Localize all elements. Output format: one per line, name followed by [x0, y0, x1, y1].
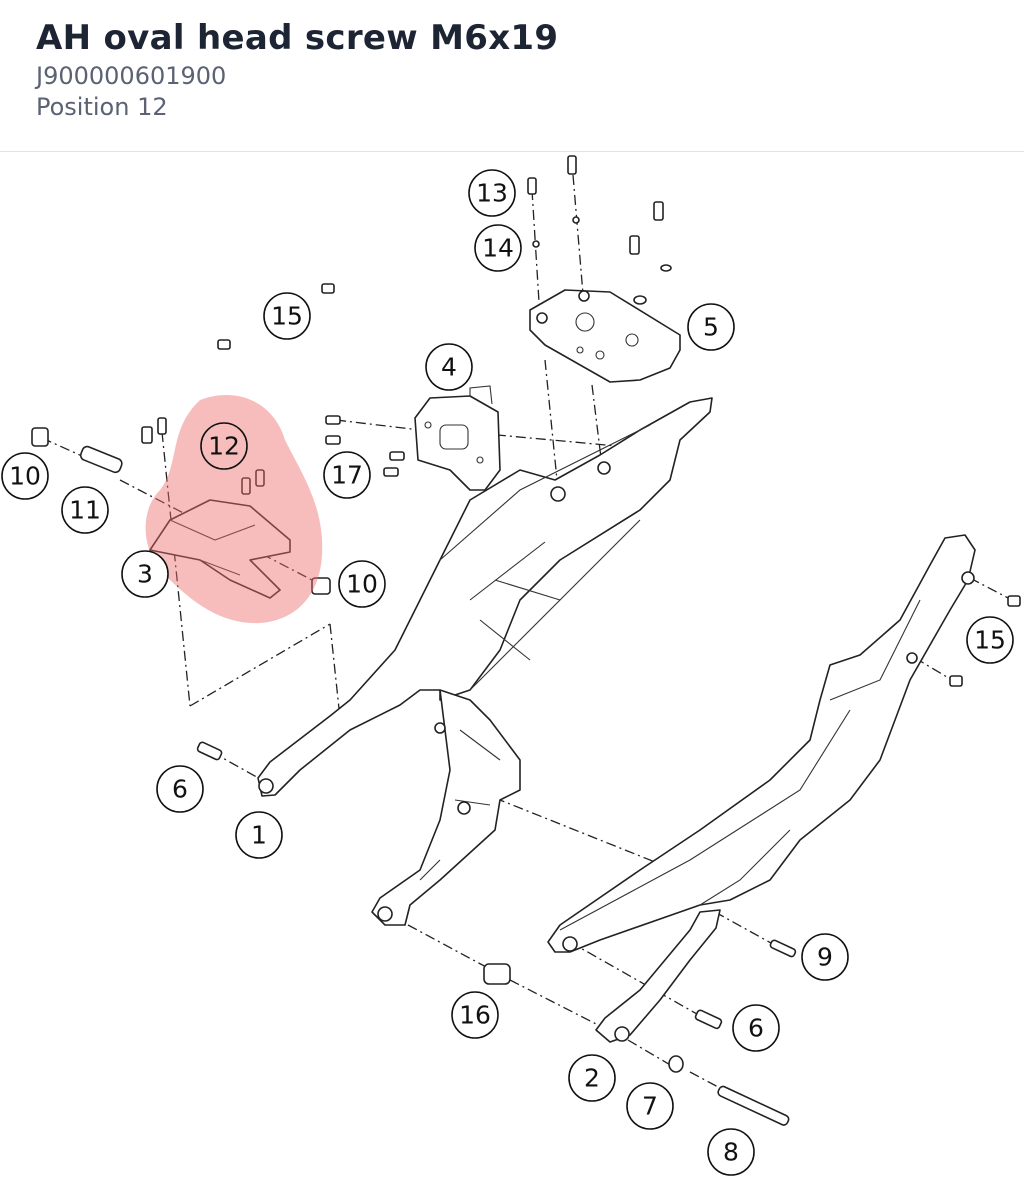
callout-9: 9: [801, 933, 849, 981]
svg-text:6: 6: [748, 1014, 764, 1043]
callout-12[interactable]: 12: [200, 422, 248, 470]
svg-text:2: 2: [584, 1064, 600, 1093]
part-position: Position 12: [36, 93, 168, 121]
svg-text:10: 10: [346, 570, 378, 599]
svg-text:10: 10: [9, 462, 41, 491]
callout-10-left: 10: [1, 452, 49, 500]
main-frame: [257, 397, 713, 926]
svg-text:8: 8: [723, 1138, 739, 1167]
callout-8: 8: [707, 1128, 755, 1176]
svg-text:15: 15: [974, 626, 1006, 655]
svg-text:7: 7: [642, 1092, 658, 1121]
svg-text:16: 16: [459, 1001, 491, 1030]
callout-5: 5: [687, 303, 735, 351]
callout-10-right: 10: [338, 560, 386, 608]
part-number: J900000601900: [36, 62, 227, 90]
part-header: AH oval head screw M6x19 J900000601900 P…: [0, 0, 1024, 152]
svg-text:1: 1: [251, 821, 267, 850]
callout-15-top: 15: [263, 292, 311, 340]
svg-text:11: 11: [69, 496, 101, 525]
highlight-region: [145, 394, 323, 624]
svg-text:17: 17: [331, 461, 363, 490]
callout-3: 3: [121, 550, 169, 598]
callout-16: 16: [451, 991, 499, 1039]
svg-text:3: 3: [137, 560, 153, 589]
callout-15-right: 15: [966, 616, 1014, 664]
svg-text:9: 9: [817, 943, 833, 972]
assembly-lines: [41, 174, 1013, 1089]
bracket-4: [414, 385, 501, 491]
callout-4: 4: [425, 343, 473, 391]
exploded-parts-diagram: 13 14 15 5 4 12 10 11 17 3 10 15: [1, 155, 1021, 1176]
svg-text:4: 4: [441, 353, 457, 382]
callout-6-right: 6: [732, 1004, 780, 1052]
hardware: [31, 155, 1021, 1126]
bracket-3: [149, 499, 291, 599]
callout-17: 17: [323, 451, 371, 499]
part-title: AH oval head screw M6x19: [36, 18, 559, 58]
callout-7: 7: [626, 1082, 674, 1130]
svg-text:12: 12: [208, 432, 240, 461]
svg-text:5: 5: [703, 313, 719, 342]
callout-14: 14: [474, 224, 522, 272]
svg-text:15: 15: [271, 302, 303, 331]
svg-text:6: 6: [172, 775, 188, 804]
callout-1: 1: [235, 811, 283, 859]
callout-13: 13: [468, 169, 516, 217]
bracket-5: [529, 289, 681, 383]
callout-6-left: 6: [156, 765, 204, 813]
rear-subframe: [547, 534, 976, 1043]
callout-2: 2: [568, 1054, 616, 1102]
callout-11: 11: [61, 486, 109, 534]
svg-text:13: 13: [476, 179, 508, 208]
svg-text:14: 14: [482, 234, 514, 263]
